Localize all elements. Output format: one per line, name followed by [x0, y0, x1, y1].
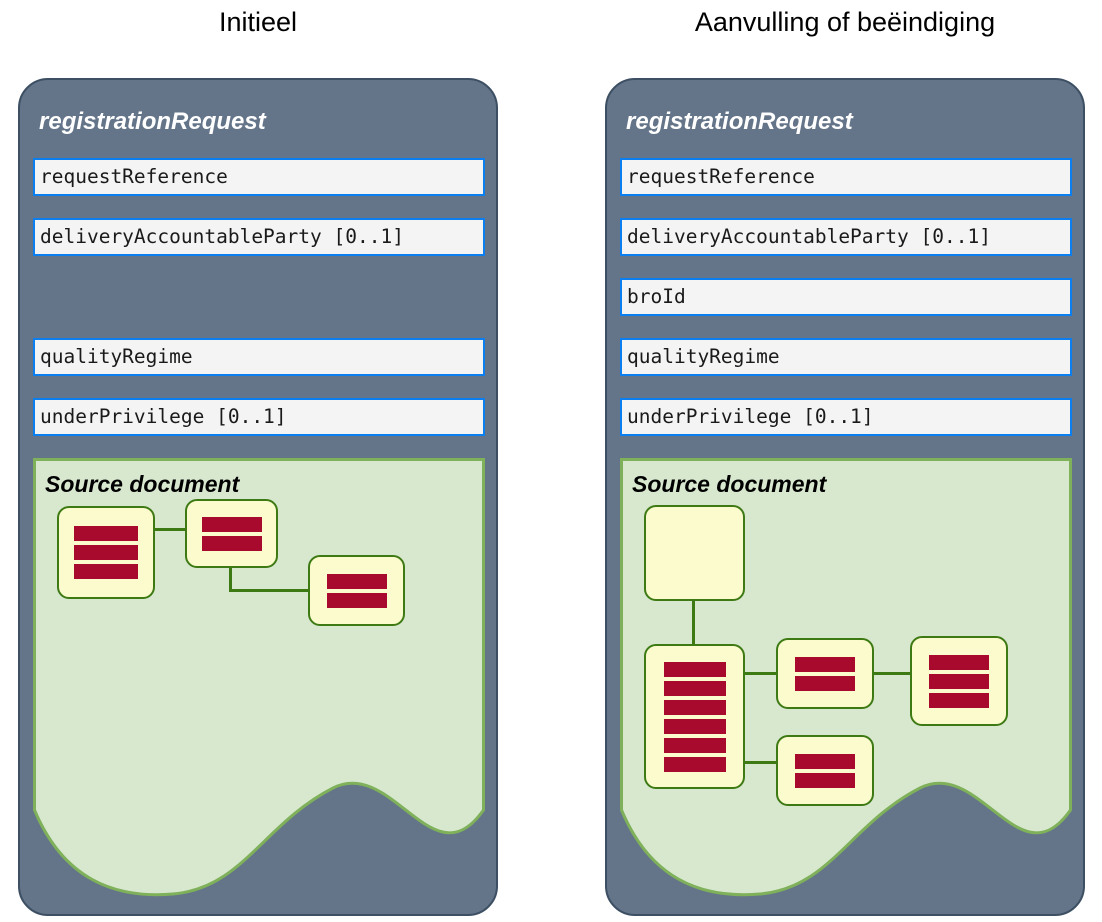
node-bar	[795, 675, 855, 691]
source-document-title: Source document	[632, 471, 827, 497]
node-bar	[74, 564, 138, 579]
column-aanvulling: Aanvulling of beëindiging registrationRe…	[599, 0, 1091, 922]
node-bar	[663, 756, 726, 772]
node-bar	[663, 680, 726, 696]
field-requestReference[interactable]: requestReference	[33, 158, 485, 196]
connector-main-mid	[745, 672, 776, 675]
field-underPrivilege[interactable]: underPrivilege [0..1]	[33, 398, 485, 436]
node-bar	[663, 718, 726, 734]
source-node[interactable]	[644, 505, 745, 601]
field-deliveryAccountableParty[interactable]: deliveryAccountableParty [0..1]	[33, 218, 485, 256]
node-bar	[663, 661, 726, 677]
column-title: Initieel	[218, 7, 298, 37]
column-title: Aanvulling of beëindiging	[694, 7, 996, 37]
source-node[interactable]	[644, 644, 745, 789]
connector-main-low	[745, 761, 776, 764]
field-broId[interactable]: broId	[620, 278, 1072, 316]
node-bar	[201, 535, 262, 551]
field-qualityRegime[interactable]: qualityRegime	[33, 338, 485, 376]
connector-mid-right	[874, 672, 910, 675]
registration-request-panel: registrationRequest requestReference del…	[605, 78, 1085, 916]
node-bar	[795, 753, 855, 769]
field-requestReference[interactable]: requestReference	[620, 158, 1072, 196]
field-deliveryAccountableParty[interactable]: deliveryAccountableParty [0..1]	[620, 218, 1072, 256]
node-bar	[74, 545, 138, 560]
field-underPrivilege[interactable]: underPrivilege [0..1]	[620, 398, 1072, 436]
source-document-region: Source document	[620, 458, 1072, 918]
node-bar	[795, 772, 855, 788]
source-node[interactable]	[776, 735, 874, 806]
node-bar	[663, 699, 726, 715]
connector-b-down	[229, 568, 232, 592]
node-bar	[795, 656, 855, 672]
field-qualityRegime[interactable]: qualityRegime	[620, 338, 1072, 376]
source-node[interactable]	[185, 499, 278, 568]
connector-b-c	[229, 589, 308, 592]
connector-root-main	[692, 601, 695, 646]
node-bar	[326, 573, 387, 589]
connector-a-b	[155, 528, 185, 531]
registration-request-panel: registrationRequest requestReference del…	[18, 78, 498, 916]
source-node[interactable]	[776, 638, 874, 709]
source-document-region: Source document	[33, 458, 485, 918]
node-bar	[74, 526, 138, 541]
node-bar	[929, 654, 989, 670]
column-initieel: Initieel registrationRequest requestRefe…	[12, 0, 504, 922]
node-bar	[201, 516, 262, 532]
source-node[interactable]	[910, 636, 1008, 726]
node-bar	[929, 673, 989, 689]
source-document-title: Source document	[45, 471, 240, 497]
node-bar	[929, 692, 989, 708]
panel-title: registrationRequest	[39, 108, 266, 135]
panel-title: registrationRequest	[626, 108, 853, 135]
source-node[interactable]	[57, 506, 155, 599]
source-node[interactable]	[308, 555, 405, 626]
node-bar	[663, 737, 726, 753]
node-bar	[326, 592, 387, 608]
